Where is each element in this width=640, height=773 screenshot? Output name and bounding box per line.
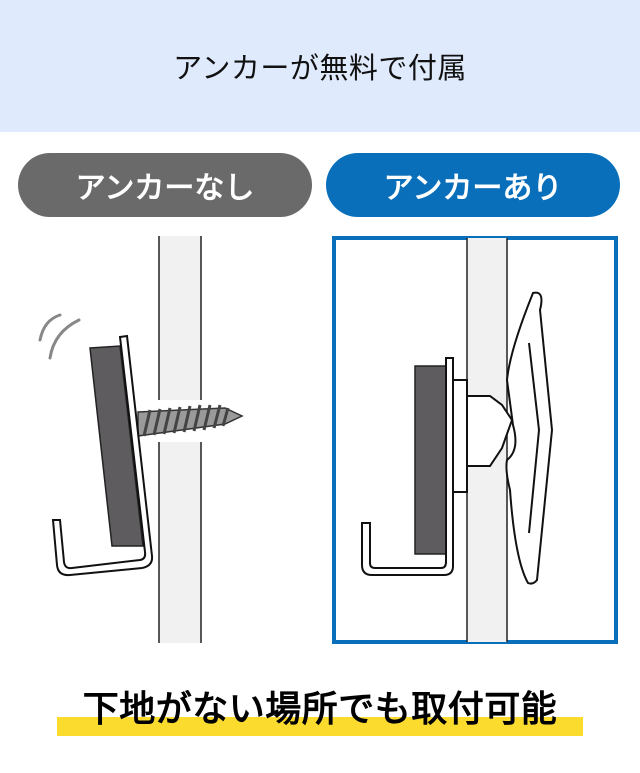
caption-text: 下地がない場所でも取付可能 [82,689,558,730]
label-with-anchor: アンカーあり [326,153,620,217]
label-without-anchor-text: アンカーなし [75,171,255,206]
caption-highlight [57,717,583,736]
label-with-anchor-text: アンカーあり [383,171,563,206]
caption: 下地がない場所でも取付可能 [0,680,640,736]
header-banner: アンカーが無料で付属 [0,0,640,132]
wall-icon [156,236,204,643]
wobble-icon [38,313,81,360]
hook-icon [51,334,154,577]
hook-icon [361,357,454,576]
anchor-icon [451,291,554,585]
comparison-diagram [38,236,618,644]
header-title: アンカーが無料で付属 [173,51,467,85]
label-without-anchor: アンカーなし [18,153,312,217]
